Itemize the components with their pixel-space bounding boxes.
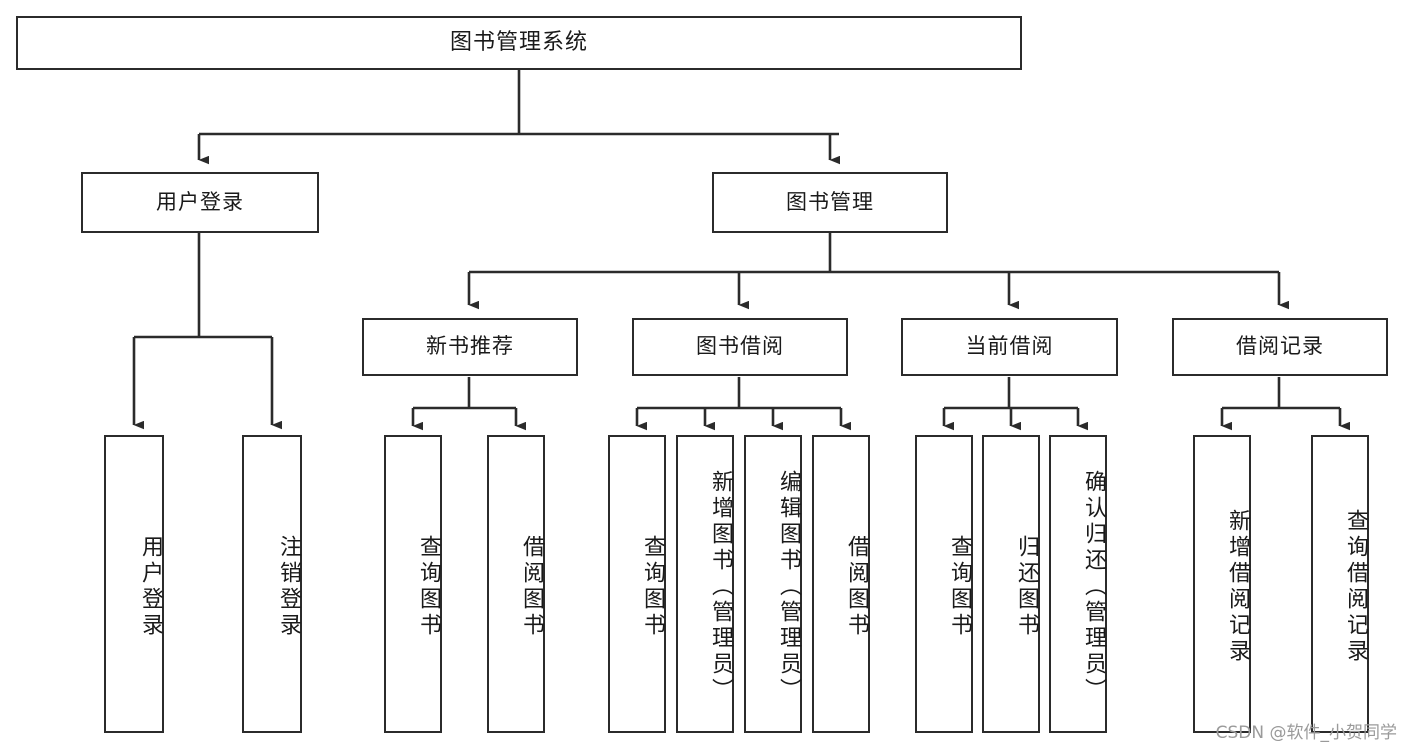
node-label: 查询图书 xyxy=(640,535,665,639)
node-book-management[interactable]: 图书管理 xyxy=(712,172,948,233)
node-user-login[interactable]: 用户登录 xyxy=(81,172,319,233)
node-leaf-add-borrow-record[interactable]: 新增借阅记录 xyxy=(1193,435,1251,733)
node-label: 用户登录 xyxy=(138,535,163,639)
node-label: 查询借阅记录 xyxy=(1343,509,1368,665)
node-root-book-management-system[interactable]: 图书管理系统 xyxy=(16,16,1022,70)
node-leaf-query-book-borrow[interactable]: 查询图书 xyxy=(608,435,666,733)
node-label: 借阅图书 xyxy=(844,535,869,639)
node-book-borrow[interactable]: 图书借阅 xyxy=(632,318,848,376)
node-leaf-add-book-admin[interactable]: 新增图书（管理员） xyxy=(676,435,734,733)
node-label: 借阅记录 xyxy=(1236,334,1324,359)
node-label: 用户登录 xyxy=(156,189,244,214)
node-label: 注销登录 xyxy=(276,535,301,639)
csdn-watermark: CSDN @软件_小贺同学 xyxy=(1215,723,1397,743)
node-label: 查询图书 xyxy=(416,535,441,639)
node-label: 当前借阅 xyxy=(965,334,1054,359)
node-leaf-edit-book-admin[interactable]: 编辑图书（管理员） xyxy=(744,435,802,733)
node-label: 确认归还（管理员） xyxy=(1081,470,1106,704)
node-label: 新增图书（管理员） xyxy=(708,470,733,704)
node-label: 编辑图书（管理员） xyxy=(776,470,801,704)
node-current-borrow[interactable]: 当前借阅 xyxy=(901,318,1118,376)
node-label: 图书管理系统 xyxy=(449,29,588,55)
node-label: 新书推荐 xyxy=(426,334,514,359)
node-leaf-query-borrow-record[interactable]: 查询借阅记录 xyxy=(1311,435,1369,733)
node-label: 借阅图书 xyxy=(519,535,544,639)
node-leaf-user-logout[interactable]: 注销登录 xyxy=(242,435,302,733)
node-leaf-return-book[interactable]: 归还图书 xyxy=(982,435,1040,733)
node-label: 归还图书 xyxy=(1014,535,1039,639)
node-leaf-borrow-book[interactable]: 借阅图书 xyxy=(812,435,870,733)
node-label: 新增借阅记录 xyxy=(1225,509,1250,665)
node-label: 图书借阅 xyxy=(696,334,784,359)
node-leaf-borrow-book-recommend[interactable]: 借阅图书 xyxy=(487,435,545,733)
node-label: 图书管理 xyxy=(786,189,874,214)
node-leaf-query-book-current[interactable]: 查询图书 xyxy=(915,435,973,733)
node-label: 查询图书 xyxy=(947,535,972,639)
node-borrow-record[interactable]: 借阅记录 xyxy=(1172,318,1388,376)
node-leaf-query-book-recommend[interactable]: 查询图书 xyxy=(384,435,442,733)
node-leaf-confirm-return-admin[interactable]: 确认归还（管理员） xyxy=(1049,435,1107,733)
node-new-book-recommend[interactable]: 新书推荐 xyxy=(362,318,578,376)
node-leaf-user-login[interactable]: 用户登录 xyxy=(104,435,164,733)
